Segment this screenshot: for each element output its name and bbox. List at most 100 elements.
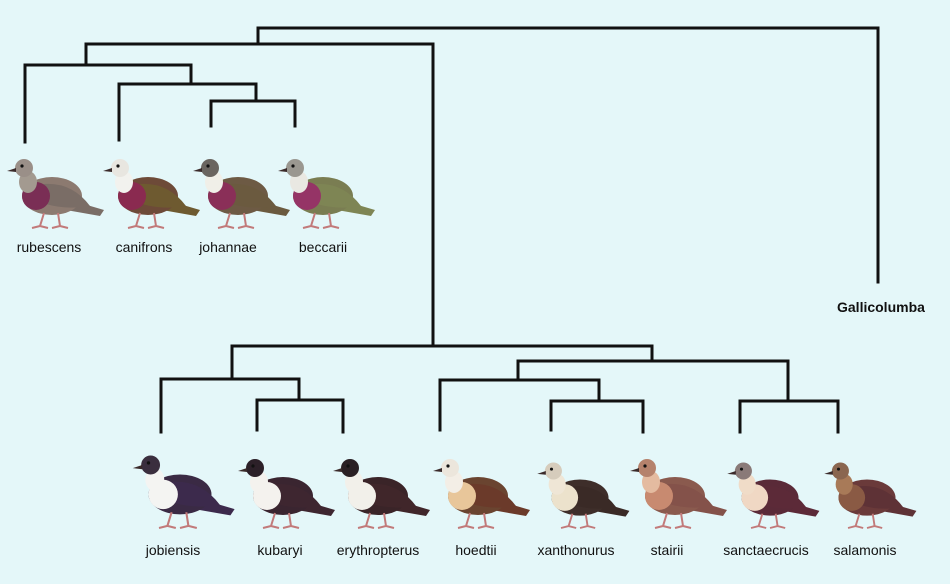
dove-icon — [238, 459, 335, 529]
dove-head — [201, 159, 219, 177]
dove-legs — [127, 212, 165, 229]
dove-wing — [140, 183, 186, 208]
dove-wing — [275, 483, 321, 508]
branch-lower-clade — [230, 344, 654, 381]
dove-eye — [146, 461, 151, 465]
branch-root — [256, 26, 880, 284]
dove-eye — [836, 467, 841, 471]
dove-icon — [132, 455, 235, 530]
branch-sanctaecrucis-salamonis — [738, 399, 840, 434]
dove-beak — [537, 471, 546, 475]
dove-eye — [116, 164, 120, 168]
dove-head — [111, 159, 129, 177]
dove-beak — [193, 168, 202, 172]
dove-beak — [727, 471, 736, 475]
taxon-labels: rubescens canifrons johannae beccarii jobien… — [17, 239, 897, 558]
dove-legs — [457, 512, 495, 529]
dove-wing — [859, 486, 904, 509]
taxon-label: sanctaecrucis — [723, 542, 809, 558]
dove-beak — [824, 471, 833, 475]
taxon-label: stairii — [651, 542, 684, 558]
taxon-label: hoedtii — [455, 542, 496, 558]
dove-head — [341, 459, 359, 477]
genus-label: Gallicolumba — [837, 299, 925, 315]
dove-head — [441, 459, 459, 477]
taxon-label: xanthonurus — [537, 542, 614, 558]
dove-legs — [302, 212, 340, 229]
dove-icon — [103, 159, 200, 229]
branch-lower-right — [516, 359, 790, 403]
dove-beak — [333, 468, 342, 472]
dove-icon — [727, 462, 820, 529]
dove-wing — [230, 183, 276, 208]
dove-icon — [630, 459, 727, 529]
dove-wing — [370, 483, 416, 508]
dove-eye — [446, 464, 450, 468]
branch-johannae-beccarii — [209, 99, 297, 128]
dove-eye — [643, 464, 647, 468]
branch-upper-clade — [23, 63, 193, 144]
dove-head — [141, 455, 161, 475]
taxon-label: jobiensis — [145, 542, 200, 558]
taxon-label: kubaryi — [257, 542, 302, 558]
dove-eye — [346, 464, 350, 468]
dove-wing — [762, 486, 807, 509]
taxon-label: johannae — [198, 239, 257, 255]
dove-beak — [433, 468, 442, 472]
dove-head — [638, 459, 656, 477]
taxon-label: rubescens — [17, 239, 82, 255]
branch-upper-subclade — [117, 82, 258, 142]
dove-wing — [315, 183, 361, 208]
dove-beak — [278, 168, 287, 172]
dove-eye — [20, 164, 24, 168]
branch-hoedtii-group — [438, 378, 601, 432]
dove-head — [734, 462, 752, 480]
dove-eye — [739, 467, 744, 471]
taxon-label: erythropterus — [337, 542, 419, 558]
dove-eye — [291, 164, 295, 168]
dove-icon — [333, 459, 430, 529]
dove-icon — [278, 159, 375, 229]
dove-wing — [44, 183, 90, 208]
branch-jobiensis-group — [159, 377, 301, 434]
dove-beak — [7, 168, 16, 172]
dove-head — [544, 462, 562, 480]
dove-head — [246, 459, 264, 477]
dove-icon — [824, 462, 917, 529]
dove-legs — [750, 513, 786, 529]
dove-beak — [132, 465, 143, 470]
dove-legs — [31, 212, 69, 229]
tree-branches — [23, 26, 880, 434]
dove-wing — [470, 483, 516, 508]
dove-beak — [103, 168, 112, 172]
taxon-label: salamonis — [833, 542, 896, 558]
dove-eye — [549, 467, 554, 471]
dove-wing — [171, 481, 220, 507]
dove-legs — [357, 512, 395, 529]
dove-legs — [217, 212, 255, 229]
dove-icon — [193, 159, 290, 229]
dove-head — [831, 462, 849, 480]
dove-wing — [667, 483, 713, 508]
dove-head — [15, 159, 33, 177]
dove-beak — [630, 468, 639, 472]
dove-head — [286, 159, 304, 177]
branch-kubaryi-erythropterus — [255, 398, 345, 434]
bird-illustrations — [7, 159, 917, 530]
dove-wing — [572, 486, 617, 509]
dove-legs — [847, 513, 883, 529]
dove-icon — [433, 459, 530, 529]
taxon-label: canifrons — [116, 239, 173, 255]
branch-xanthonurus-stairii — [549, 399, 645, 434]
dove-icon — [7, 159, 104, 229]
dove-legs — [262, 512, 300, 529]
dove-legs — [158, 511, 198, 530]
taxon-label: beccarii — [299, 239, 347, 255]
dove-icon — [537, 462, 630, 529]
dove-beak — [238, 468, 247, 472]
dove-legs — [560, 513, 596, 529]
dove-legs — [654, 512, 692, 529]
branch-ingroup — [84, 42, 435, 348]
